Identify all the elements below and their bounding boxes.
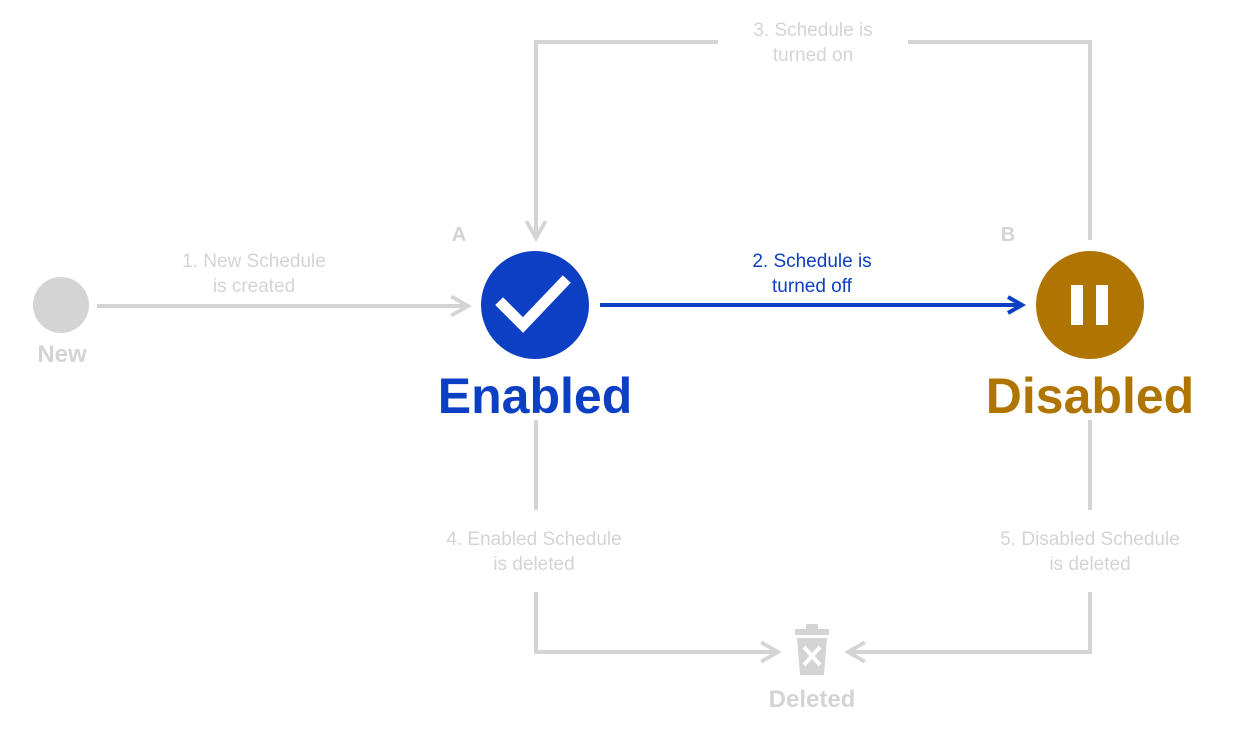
enabled-state-node xyxy=(481,251,589,359)
deleted-state-label: Deleted xyxy=(768,686,856,713)
check-icon xyxy=(495,275,571,333)
new-state-label: New xyxy=(37,341,87,368)
trash-icon xyxy=(795,624,829,675)
pause-icon xyxy=(1071,285,1108,325)
transition-3-arrow-head xyxy=(524,40,718,242)
new-state-node xyxy=(33,277,89,333)
transition-4-arrow xyxy=(534,592,782,664)
enabled-state-label: Enabled xyxy=(437,368,633,424)
disabled-state-label: Disabled xyxy=(985,368,1195,424)
state-marker-b: B xyxy=(1000,224,1016,246)
transition-5-arrow xyxy=(844,592,1092,664)
transition-3-arrow xyxy=(908,40,1092,240)
state-marker-a: A xyxy=(451,224,467,246)
disabled-state-node xyxy=(1036,251,1144,359)
